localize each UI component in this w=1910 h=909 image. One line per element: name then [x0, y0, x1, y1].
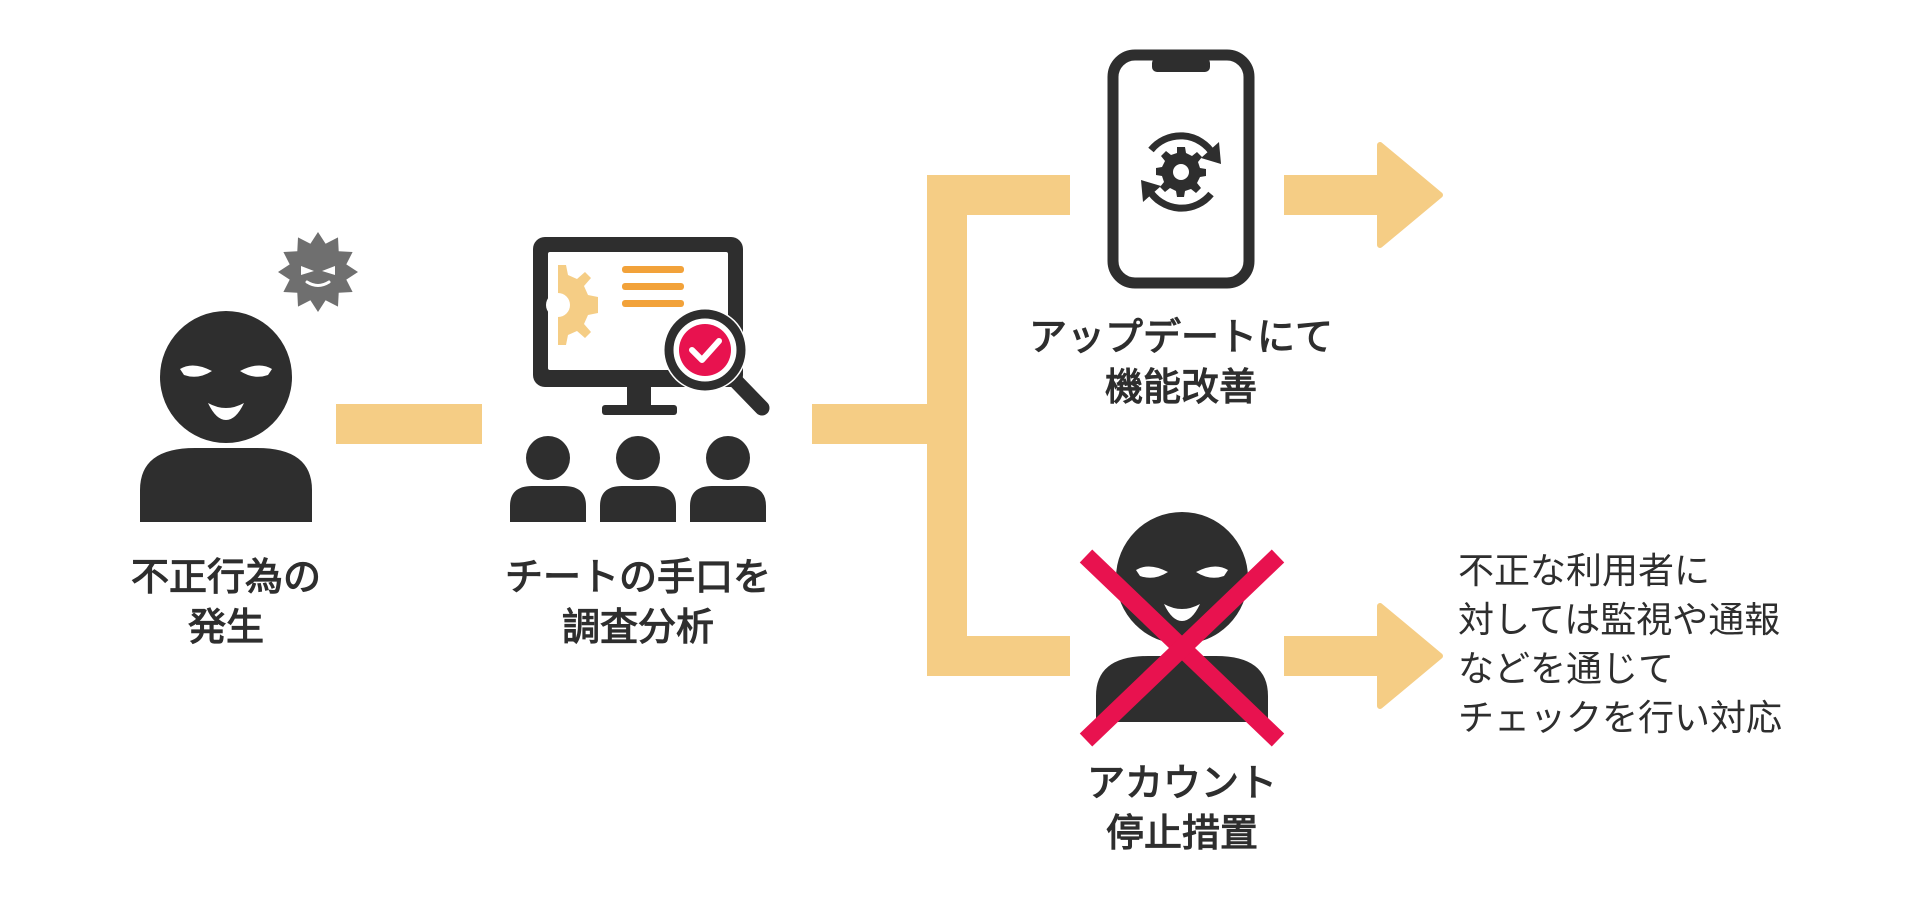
response-note-line-3: などを通じて [1458, 648, 1675, 690]
gear-icon [546, 265, 598, 345]
response-note-line-4: チェックを行い対応 [1458, 697, 1783, 739]
cross-icon [1079, 549, 1285, 747]
analysis-label-line-2: 調査分析 [561, 605, 714, 650]
suspended-hacker-icon [1096, 512, 1268, 722]
response-note-line-1: 不正な利用者に [1458, 551, 1711, 592]
suspend-label-line-1: アカウント [1086, 761, 1277, 805]
fraud-label-line-2: 発生 [187, 605, 264, 650]
suspend-label-line-2: 停止措置 [1105, 811, 1258, 856]
update-label-line-1: アップデートにて [1028, 315, 1333, 359]
fraud-label: 不正行為の 発生 [86, 552, 366, 652]
response-note-line-2: 対しては監視や通報 [1458, 599, 1781, 641]
refresh-gear-icon [1141, 132, 1221, 212]
smartphone-update-icon [1107, 49, 1255, 289]
connectors [336, 175, 1070, 676]
update-label-line-2: 機能改善 [1104, 365, 1257, 410]
analysis-label-line-1: チートの手口を [504, 555, 771, 599]
branch-top-arm [927, 175, 1070, 215]
connector-analysis-branch [812, 404, 927, 444]
response-note: 不正な利用者に 対しては監視や通報 などを通じて チェックを行い対応 [1458, 548, 1782, 744]
branch-bottom-arm [927, 636, 1070, 676]
monitor-analysis-icon [533, 237, 770, 416]
virus-icon [278, 232, 358, 312]
arrow-suspend-result [1284, 603, 1443, 709]
suspend-label: アカウント 停止措置 [1032, 758, 1332, 858]
hacker-icon [140, 311, 312, 522]
arrow-update-result [1284, 142, 1443, 248]
analysis-label: チートの手口を 調査分析 [468, 552, 808, 652]
connector-fraud-analysis [336, 404, 482, 444]
update-label: アップデートにて 機能改善 [986, 312, 1376, 412]
fraud-label-line-1: 不正行為の [130, 555, 321, 599]
team-icon [510, 436, 766, 522]
branch-vertical [927, 175, 967, 676]
magnifier-check-icon [663, 308, 770, 416]
